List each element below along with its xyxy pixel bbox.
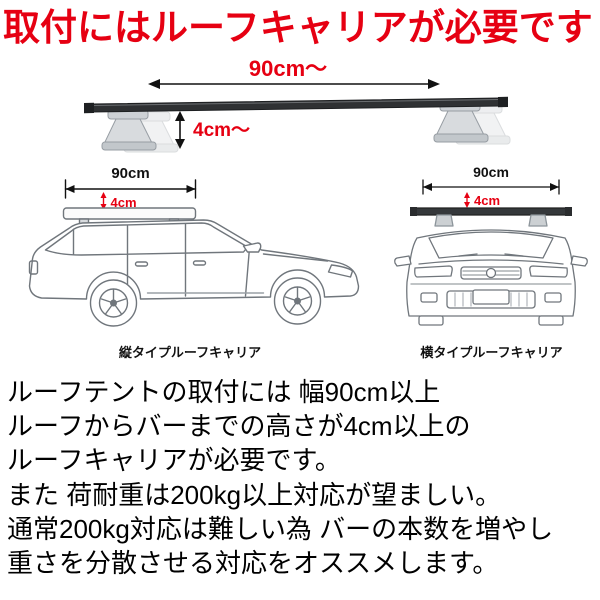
bar-width-label: 90cm〜: [249, 56, 327, 81]
tail-light: [28, 259, 39, 275]
front-height-label: 4cm: [474, 193, 500, 208]
wiper: [504, 253, 524, 257]
left-mirror: [394, 255, 412, 267]
description-line: ルーフテントの取付には 幅90cm以上: [7, 376, 441, 407]
left-headlight: [414, 265, 453, 278]
side-width-dimension: [64, 178, 197, 199]
front-view-car-illustration: 90cm 4cm: [394, 164, 588, 326]
description-line: また 荷耐重は200kg以上対応が望ましい。: [7, 479, 502, 510]
left-wheel: [418, 315, 444, 326]
description-line: 通常200kg対応は難しい為 バーの本数を増やし: [7, 513, 554, 544]
door-handle: [134, 260, 149, 267]
description-line: ルーフキャリアが必要です。: [7, 445, 341, 476]
license-plate: [472, 289, 510, 305]
description-line: 重さを分散させる対応をオススメします。: [7, 548, 499, 579]
cross-bar: [84, 96, 508, 113]
right-wheel: [538, 315, 564, 326]
side-width-label: 90cm: [111, 165, 149, 182]
grille: [460, 266, 522, 280]
lower-intake: [446, 289, 536, 309]
hood-crease: [418, 259, 564, 265]
side-height-label: 4cm: [111, 195, 137, 210]
description-text: ルーフテントの取付には 幅90cm以上 ルーフからバーまでの高さが4cm以上の …: [0, 375, 600, 581]
wiper: [458, 253, 478, 257]
description-line: ルーフからバーまでの高さが4cm以上の: [7, 410, 471, 441]
front-roof-bar: [410, 206, 572, 227]
fog-light: [420, 292, 438, 303]
roof-bar-illustration: 90cm〜 4cm〜: [84, 56, 511, 153]
side-view-car-figure: 90cm 4cm 縦タイプルーフキャリア: [6, 164, 374, 361]
bar-width-dimension: 90cm〜: [148, 56, 440, 89]
bar-height-label: 4cm〜: [193, 120, 250, 141]
rear-wheel: [89, 278, 138, 327]
front-view-car-figure: 90cm 4cm 横タイプルーフキャリア: [389, 164, 594, 361]
front-wheel: [273, 276, 322, 325]
front-width-label: 90cm: [473, 164, 509, 180]
roof-bar-diagram: 90cm〜 4cm〜: [0, 52, 600, 162]
side-mirror: [242, 241, 262, 253]
door-handle: [192, 259, 207, 266]
right-mirror: [570, 255, 588, 267]
page-title: 取付にはルーフキャリアが必要です: [3, 7, 593, 48]
right-headlight: [529, 265, 568, 278]
front-width-dimension: [422, 179, 560, 195]
headlight: [327, 263, 354, 278]
side-windows: [44, 221, 249, 256]
bar-height-dimension: 4cm〜: [175, 110, 250, 149]
car-illustrations-row: 90cm 4cm 縦タイプルーフキャリア: [0, 164, 600, 361]
fog-light: [544, 292, 562, 303]
side-view-caption: 縦タイプルーフキャリア: [118, 344, 262, 360]
side-view-car-illustration: 90cm 4cm: [28, 165, 360, 327]
front-view-caption: 横タイプルーフキャリア: [420, 344, 563, 360]
side-height-dimension: [100, 191, 107, 210]
windshield: [428, 231, 554, 259]
front-height-dimension: [464, 191, 470, 208]
